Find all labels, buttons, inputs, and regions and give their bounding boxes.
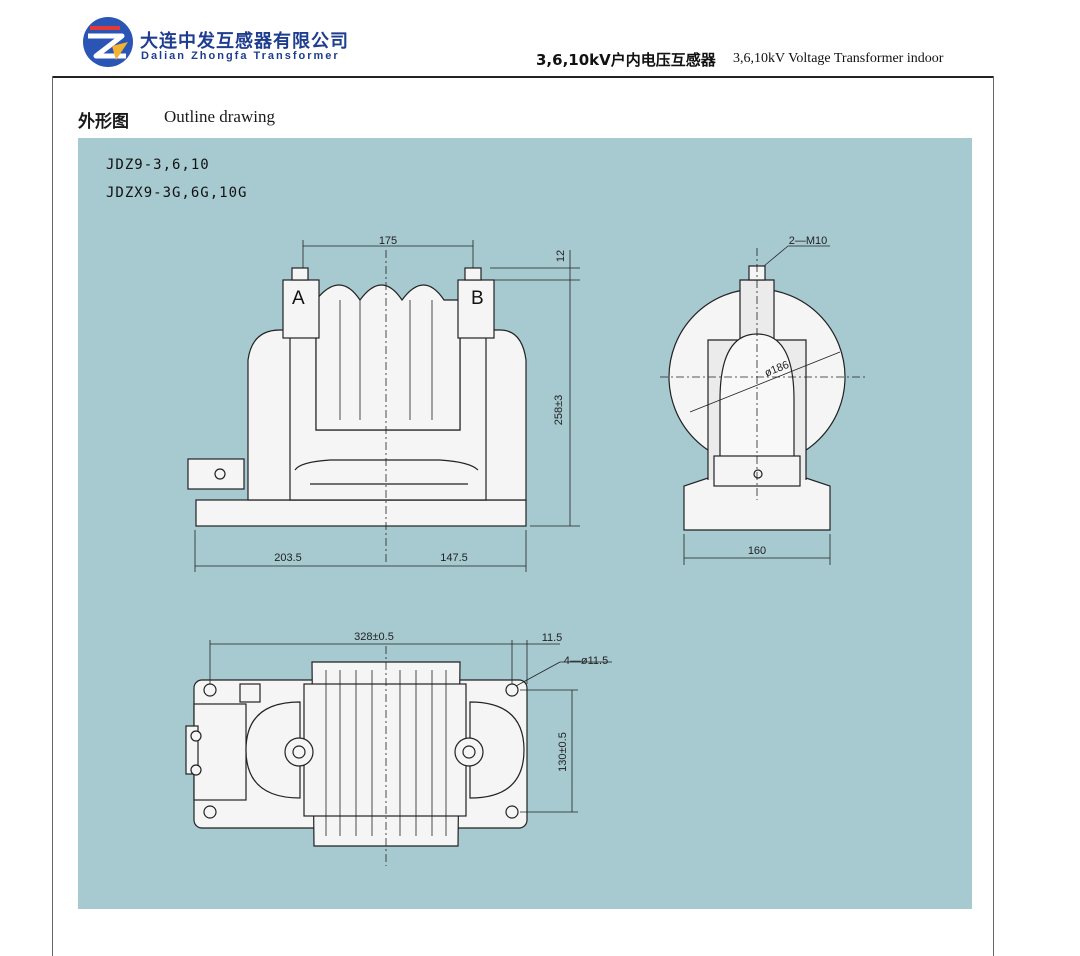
dim-front-height: 258±3 <box>553 395 565 426</box>
dim-plan-holes: 4—ø11.5 <box>564 655 608 667</box>
page-border-left <box>52 76 53 956</box>
dim-front-left: 203.5 <box>274 552 302 564</box>
dim-plan-depth: 130±0.5 <box>557 732 569 772</box>
section-title-cn: 外形图 <box>78 112 129 132</box>
page-border-right <box>993 76 994 956</box>
header-rule <box>52 76 994 78</box>
company-name-en: Dalian Zhongfa Transformer <box>141 50 340 62</box>
page-header: 大连中发互感器有限公司 Dalian Zhongfa Transformer 3… <box>0 0 1080 76</box>
product-title-en: 3,6,10kV Voltage Transformer indoor <box>733 51 944 66</box>
dim-plan-length: 328±0.5 <box>354 631 394 643</box>
model-label-2: JDZX9-3G,6G,10G <box>106 185 248 201</box>
dim-side-width: 160 <box>748 545 766 557</box>
front-view <box>187 267 527 527</box>
dim-front-right: 147.5 <box>440 552 468 564</box>
dim-front-bolt: 12 <box>555 250 567 262</box>
plan-view <box>185 661 528 847</box>
section-title-en: Outline drawing <box>164 107 275 126</box>
product-title-cn: 3,6,10kV户内电压互感器 <box>536 51 716 69</box>
model-label-1: JDZ9-3,6,10 <box>106 157 210 173</box>
terminal-b-label: B <box>471 288 484 309</box>
company-logo <box>83 17 133 67</box>
dim-front-top: 175 <box>379 235 397 247</box>
dim-side-bolt: 2—M10 <box>789 235 828 247</box>
dim-plan-offset: 11.5 <box>542 632 563 644</box>
side-view <box>668 265 846 531</box>
terminal-a-label: A <box>292 288 305 309</box>
company-name-cn: 大连中发互感器有限公司 <box>140 31 349 52</box>
